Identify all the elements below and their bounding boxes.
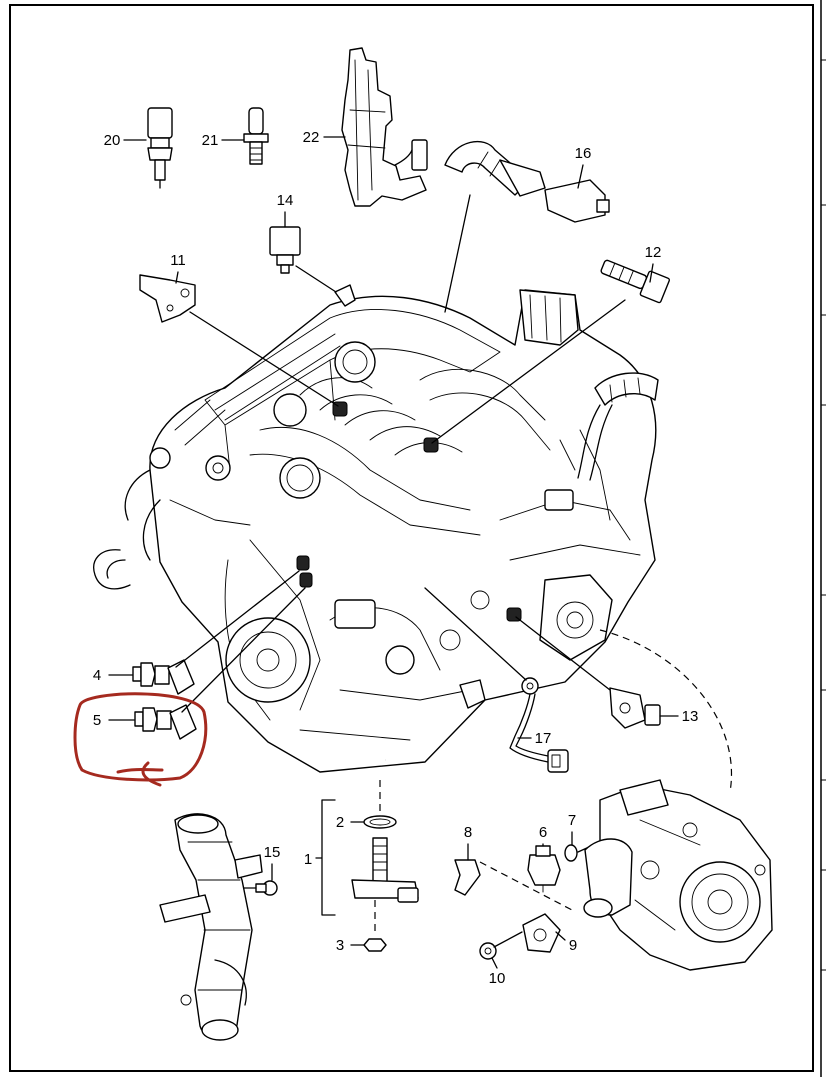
part-6-sensor bbox=[527, 845, 561, 893]
right-edge-ruler bbox=[820, 0, 826, 1077]
part-11-sensor bbox=[139, 274, 339, 407]
engine-connector-5 bbox=[299, 572, 313, 588]
callout-21: 21 bbox=[202, 132, 219, 149]
red-circle-annotation bbox=[73, 692, 208, 787]
callout-7: 7 bbox=[568, 812, 576, 829]
part-8-bracket bbox=[454, 859, 573, 911]
callout-4: 4 bbox=[93, 667, 101, 684]
callout-15: 15 bbox=[264, 844, 281, 861]
callout-20: 20 bbox=[104, 132, 121, 149]
water-pump-assembly bbox=[583, 629, 773, 971]
callout-16: 16 bbox=[575, 145, 592, 162]
part-16-sensor bbox=[444, 140, 610, 313]
callout-5: 5 bbox=[93, 712, 101, 729]
part-20-sensor bbox=[147, 107, 173, 189]
coolant-pipe bbox=[159, 813, 263, 1041]
part-10-bolt bbox=[479, 931, 523, 960]
part-15-bolt bbox=[239, 880, 278, 896]
callout-1: 1 bbox=[304, 851, 312, 868]
part-13-sensor bbox=[515, 616, 661, 729]
part-1-oil-level-sensor bbox=[315, 780, 419, 934]
part-7-seal-ring bbox=[564, 841, 601, 862]
part-22-wiring-harness bbox=[341, 47, 428, 207]
part-4-pressure-switch bbox=[132, 570, 300, 695]
part-21-sensor bbox=[243, 107, 269, 165]
diagram-frame bbox=[9, 4, 814, 1072]
callout-6: 6 bbox=[539, 824, 547, 841]
part-17-sensor-cable bbox=[424, 587, 569, 773]
callout-10: 10 bbox=[489, 970, 506, 987]
part-2-o-ring bbox=[363, 815, 397, 829]
callout-labels: 20 21 22 16 14 11 12 4 5 13 17 2 1 3 8 6… bbox=[93, 129, 699, 987]
callout-12: 12 bbox=[645, 244, 662, 261]
part-5-pressure-switch bbox=[134, 587, 306, 740]
callout-17: 17 bbox=[535, 730, 552, 747]
part-14-sensor bbox=[269, 226, 337, 293]
callout-9: 9 bbox=[569, 937, 577, 954]
part-9-gasket bbox=[522, 913, 561, 953]
callout-22: 22 bbox=[303, 129, 320, 146]
callout-14: 14 bbox=[277, 192, 294, 209]
engine-connector-4 bbox=[296, 555, 310, 571]
crank-pulley bbox=[225, 617, 311, 703]
part-12-sensor bbox=[431, 259, 671, 444]
callout-11: 11 bbox=[170, 252, 186, 269]
callout-3: 3 bbox=[336, 937, 344, 954]
part-3-nut bbox=[363, 938, 387, 952]
callout-2: 2 bbox=[336, 814, 344, 831]
leader-lines bbox=[108, 136, 679, 969]
callout-8: 8 bbox=[464, 824, 472, 841]
engine-assembly bbox=[93, 284, 659, 773]
callout-13: 13 bbox=[682, 708, 699, 725]
